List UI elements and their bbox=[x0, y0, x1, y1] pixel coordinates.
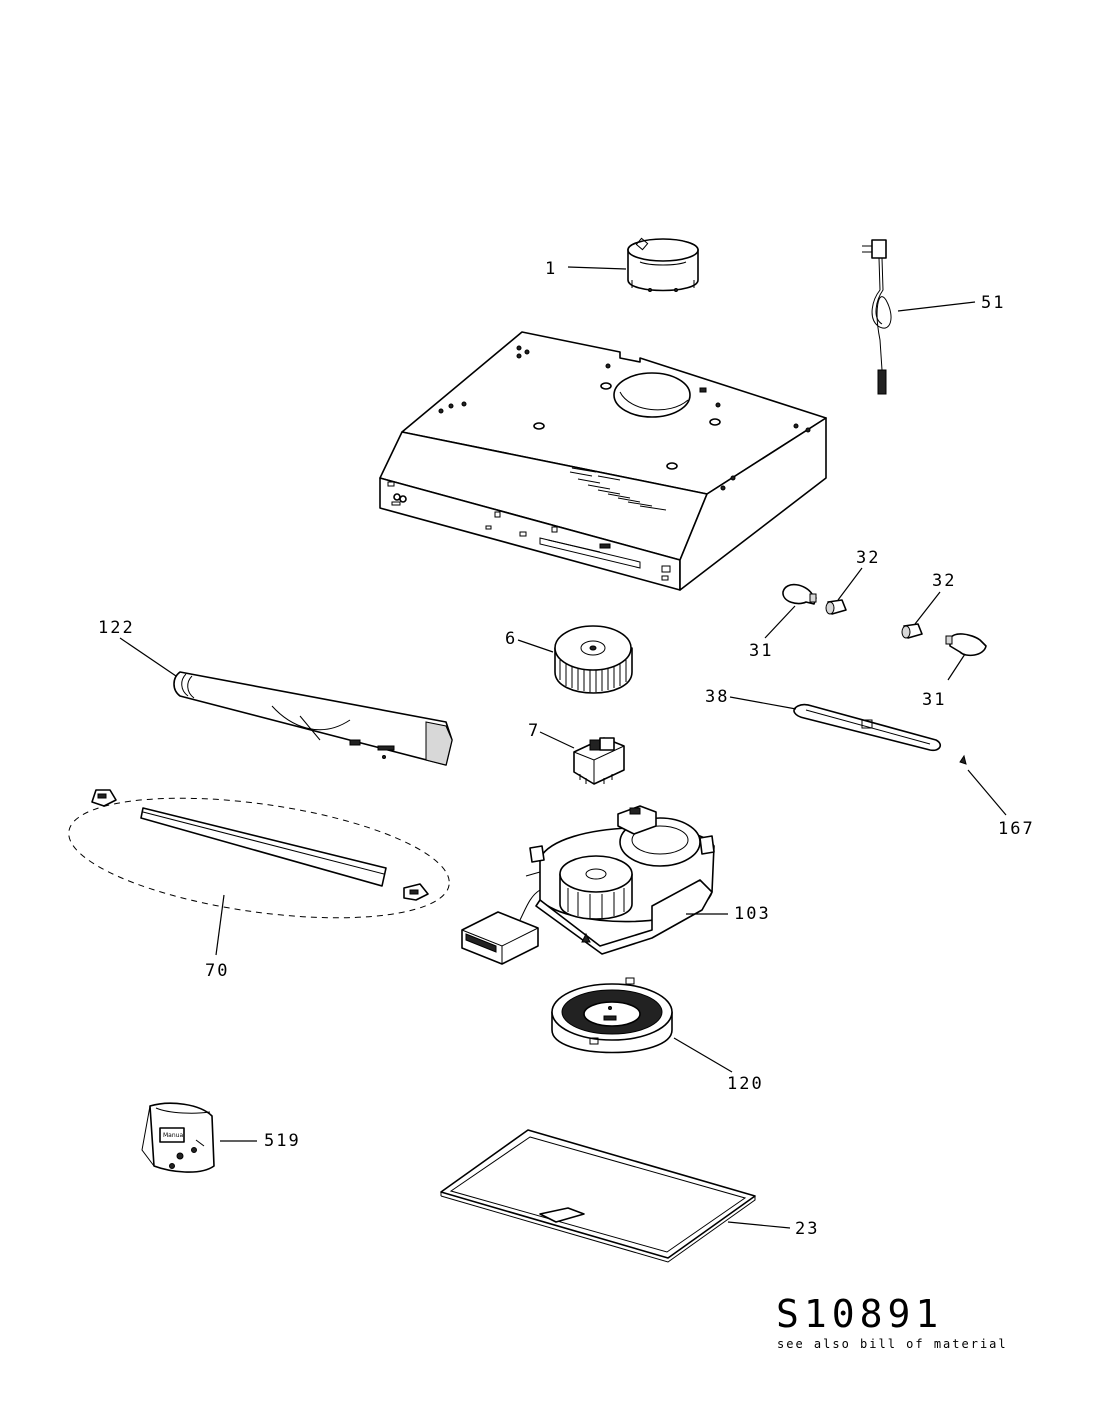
label-part-120: 120 bbox=[727, 1074, 764, 1094]
leader-120 bbox=[673, 1037, 733, 1073]
leader-51 bbox=[897, 301, 976, 312]
label-part-38: 38 bbox=[705, 687, 729, 707]
part-70-trim-kit bbox=[68, 789, 450, 919]
part-32-lamp-socket-b bbox=[901, 623, 923, 639]
leader-1 bbox=[567, 266, 627, 270]
leader-6 bbox=[517, 639, 554, 653]
label-part-31b: 31 bbox=[922, 690, 946, 710]
leader-122 bbox=[119, 637, 177, 677]
drawing-note: see also bill of material bbox=[777, 1337, 1008, 1351]
label-part-51: 51 bbox=[981, 293, 1005, 313]
part-control-box bbox=[461, 889, 541, 965]
label-part-6: 6 bbox=[505, 629, 517, 649]
leader-70 bbox=[215, 894, 225, 956]
part-1-outlet-collar bbox=[627, 237, 699, 292]
part-7-switch bbox=[573, 737, 625, 785]
part-31-bulb-a bbox=[782, 583, 817, 605]
label-part-7: 7 bbox=[528, 721, 540, 741]
leader-167 bbox=[967, 769, 1007, 816]
leader-32a bbox=[837, 567, 863, 601]
hood-vent-slots bbox=[569, 467, 667, 511]
part-51-power-cord bbox=[862, 239, 892, 395]
trim-clip-right bbox=[403, 883, 429, 901]
part-120-filter-ring bbox=[551, 977, 673, 1054]
label-part-23: 23 bbox=[795, 1219, 819, 1239]
part-167-screw bbox=[959, 754, 967, 765]
part-519-accessory-bag: Manual bbox=[141, 1102, 215, 1173]
drawing-code: S10891 bbox=[776, 1292, 943, 1336]
trim-clip-left bbox=[91, 789, 117, 807]
label-part-103: 103 bbox=[734, 904, 771, 924]
label-part-31a: 31 bbox=[749, 641, 773, 661]
part-6-fan-wheel bbox=[554, 625, 633, 694]
part-122-front-trim bbox=[173, 671, 453, 766]
label-part-519: 519 bbox=[264, 1131, 301, 1151]
leader-31b bbox=[947, 653, 966, 681]
label-part-167: 167 bbox=[998, 819, 1035, 839]
part-38-lamp-cover bbox=[793, 703, 942, 752]
label-part-1: 1 bbox=[545, 259, 557, 279]
label-part-32a: 32 bbox=[856, 548, 880, 568]
label-part-122: 122 bbox=[98, 618, 135, 638]
part-103-motor-housing bbox=[525, 805, 715, 955]
leader-38 bbox=[729, 696, 797, 710]
part-32-lamp-socket-a bbox=[825, 599, 847, 615]
leader-32b bbox=[914, 591, 941, 625]
label-part-32b: 32 bbox=[932, 571, 956, 591]
leader-7 bbox=[539, 731, 575, 749]
label-part-70: 70 bbox=[205, 961, 229, 981]
part-31-bulb-b bbox=[945, 633, 987, 657]
manual-booklet-label: Manual bbox=[163, 1132, 185, 1139]
part-23-grease-filter bbox=[440, 1129, 756, 1263]
leader-23 bbox=[727, 1221, 791, 1229]
part-hood-body bbox=[379, 331, 827, 591]
leader-31a bbox=[764, 605, 796, 639]
